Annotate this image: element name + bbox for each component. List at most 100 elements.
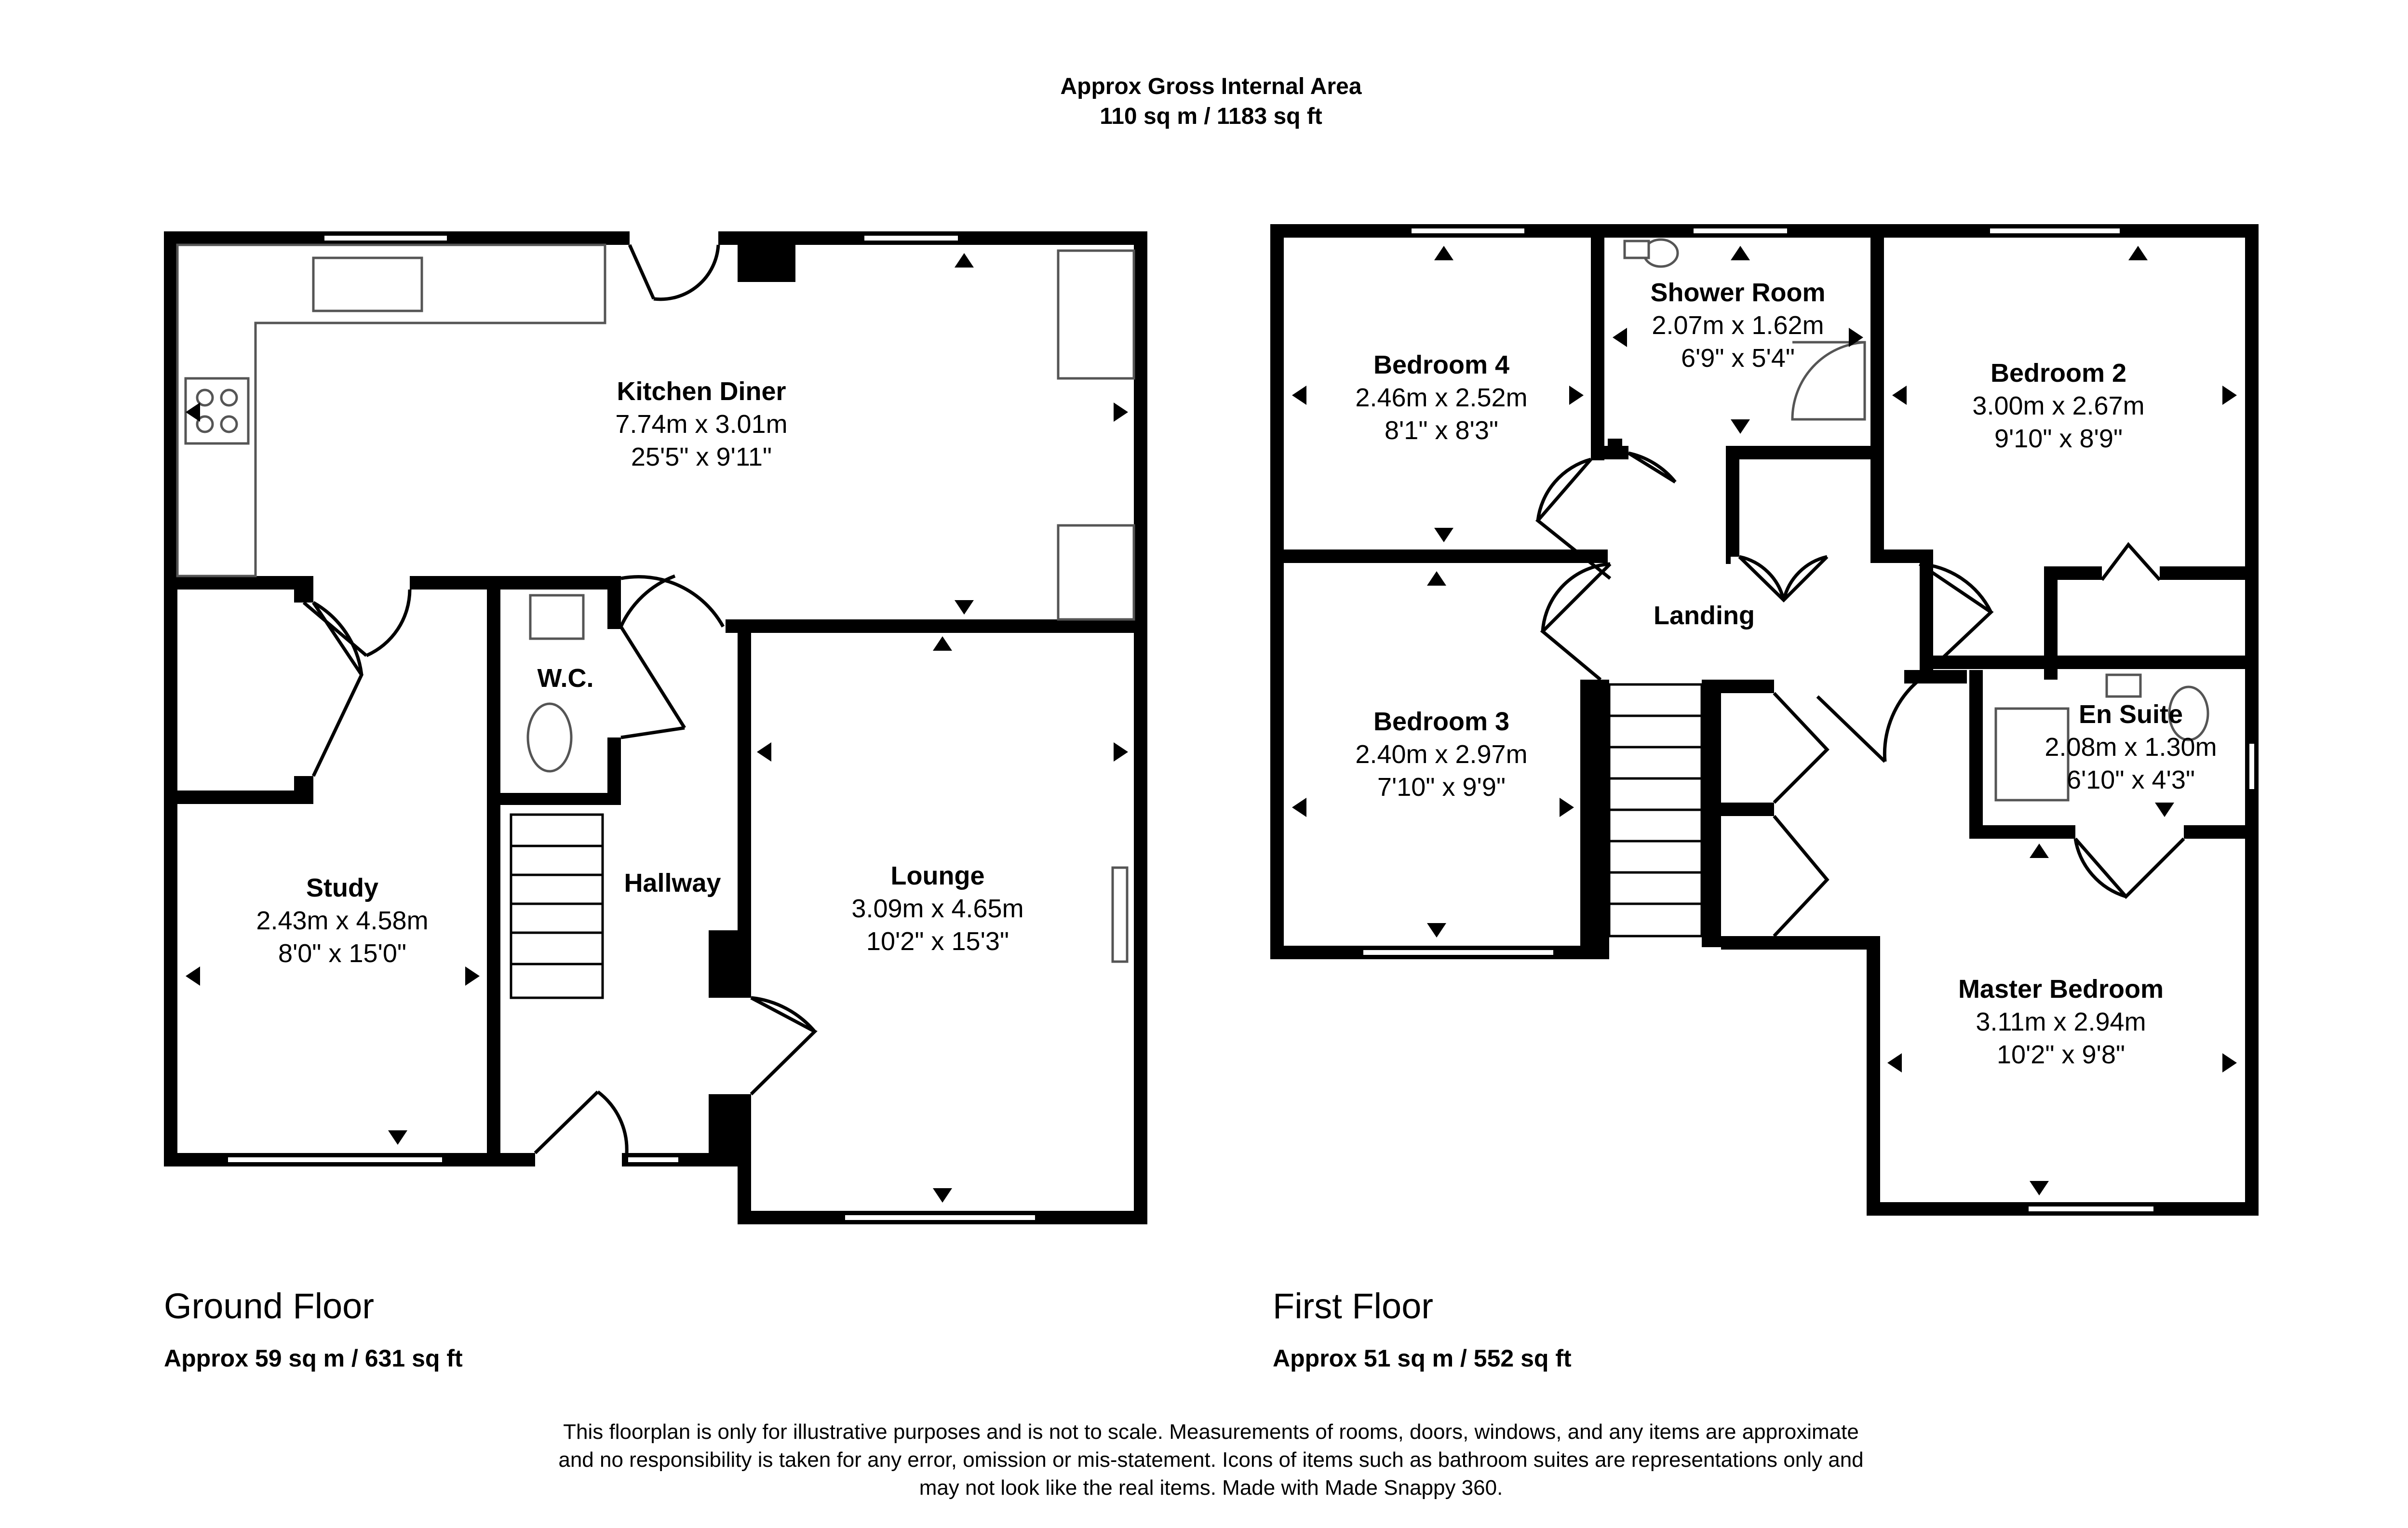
staircase: [1608, 683, 1703, 938]
master-door[interactable]: [1816, 678, 1921, 763]
dimension-arrow: [1292, 798, 1306, 817]
wall: [294, 576, 313, 603]
shower-metric: 2.07m x 1.62m: [1652, 311, 1824, 340]
hall-door[interactable]: [620, 575, 725, 628]
dimension-arrow: [955, 600, 974, 615]
bedroom4-name: Bedroom 4: [1373, 350, 1509, 379]
wall: [1904, 670, 1967, 684]
window: [842, 1212, 1038, 1223]
wall: [1591, 224, 1604, 460]
hallway-name: Hallway: [624, 869, 721, 898]
dimension-arrow: [1731, 246, 1750, 260]
dimension-arrow: [2030, 844, 2049, 858]
sink-icon: [312, 256, 423, 312]
bedroom4-imperial: 8'1" x 8'3": [1385, 416, 1498, 445]
window: [861, 233, 961, 243]
dimension-arrow: [2222, 1053, 2237, 1072]
toilet-icon: [2168, 685, 2209, 741]
ensuite-imperial: 6'10" x 4'3": [2067, 765, 2195, 794]
bedroom3-door[interactable]: [1540, 562, 1612, 681]
basin-icon: [1623, 240, 1650, 259]
chimney: [738, 231, 795, 282]
staircase: [510, 813, 604, 999]
wall: [1270, 550, 1608, 563]
dimension-arrow: [1560, 798, 1574, 817]
wall: [1969, 825, 2075, 839]
wall: [164, 576, 304, 590]
shower-door[interactable]: [1628, 451, 1677, 483]
basin-icon: [529, 594, 585, 640]
cupboard-door[interactable]: [1773, 815, 1830, 938]
dimension-arrow: [955, 253, 974, 268]
wall: [487, 576, 500, 1166]
airing-cupboard-door[interactable]: [1738, 555, 1829, 603]
first-floor-title: First Floor: [1273, 1286, 1433, 1326]
lounge-door[interactable]: [750, 996, 818, 1096]
wall: [738, 619, 751, 942]
wall: [164, 231, 177, 1166]
disclaimer-line: This floorplan is only for illustrative …: [563, 1420, 1859, 1444]
dimension-arrow: [2128, 246, 2148, 260]
kitchen-unit: [1057, 249, 1135, 380]
first-floor-plan: Bedroom 4 2.46m x 2.52m 8'1" x 8'3" Show…: [1270, 224, 2259, 1216]
study-name: Study: [306, 873, 378, 902]
wall: [410, 576, 612, 590]
wall: [1867, 936, 1880, 1216]
cupboard-door[interactable]: [311, 601, 364, 777]
shower-icon: [1994, 707, 2070, 802]
window: [1987, 226, 2123, 236]
wall: [709, 1094, 751, 1166]
back-door[interactable]: [628, 244, 720, 301]
wall: [1702, 680, 1721, 947]
wall: [1969, 670, 1983, 839]
dimension-arrow: [1427, 571, 1446, 586]
first-floor-area: Approx 51 sq m / 552 sq ft: [1273, 1345, 1572, 1372]
window: [625, 1154, 681, 1165]
cupboard-door[interactable]: [1773, 692, 1830, 804]
ground-floor-area: Approx 59 sq m / 631 sq ft: [164, 1345, 463, 1372]
front-door[interactable]: [534, 1090, 629, 1154]
wall: [1870, 224, 1884, 562]
wall: [294, 776, 313, 804]
wardrobe-door[interactable]: [2100, 542, 2161, 581]
wall: [1721, 803, 1774, 816]
wall: [607, 576, 621, 629]
wall: [2160, 566, 2259, 580]
hob-ring-icon: [220, 389, 238, 407]
wall: [1726, 545, 1731, 564]
bedroom2-door[interactable]: [1918, 562, 1994, 681]
bedroom3-imperial: 7'10" x 9'9": [1377, 773, 1506, 802]
study-metric: 2.43m x 4.58m: [256, 906, 428, 935]
dimension-arrow: [388, 1130, 407, 1145]
shower-name: Shower Room: [1650, 278, 1825, 307]
wall: [2184, 825, 2259, 839]
window: [1409, 226, 1527, 236]
dimension-arrow: [186, 402, 200, 422]
wall: [1580, 680, 1609, 959]
window: [322, 233, 450, 243]
basin-icon: [2105, 673, 2142, 698]
dimension-arrow: [1427, 923, 1446, 938]
wc-door[interactable]: [619, 574, 686, 729]
master-imperial: 10'2" x 9'8": [1997, 1040, 2125, 1069]
dimension-arrow: [1849, 328, 1863, 347]
hob-ring-icon: [220, 415, 238, 433]
fireplace: [1111, 866, 1129, 963]
dimension-arrow: [933, 1188, 952, 1203]
wall: [1726, 446, 1739, 557]
bedroom2-name: Bedroom 2: [1991, 359, 2126, 388]
bedroom4-door[interactable]: [1535, 457, 1612, 580]
landing-name: Landing: [1654, 601, 1755, 630]
shower-imperial: 6'9" x 5'4": [1681, 344, 1795, 373]
ground-floor-plan: Kitchen Diner 7.74m x 3.01m 25'5" x 9'11…: [164, 231, 1147, 1224]
window: [225, 1154, 445, 1165]
dimension-arrow: [465, 966, 480, 986]
header-area: 110 sq m / 1183 sq ft: [1100, 104, 1322, 129]
dimension-arrow: [2222, 386, 2237, 405]
wall: [1721, 680, 1774, 693]
ensuite-door[interactable]: [2073, 837, 2185, 899]
ensuite-name: En Suite: [2079, 700, 2183, 729]
ground-floor-title: Ground Floor: [164, 1286, 374, 1326]
study-door[interactable]: [302, 589, 412, 657]
disclaimer: This floorplan is only for illustrative …: [558, 1420, 1863, 1500]
